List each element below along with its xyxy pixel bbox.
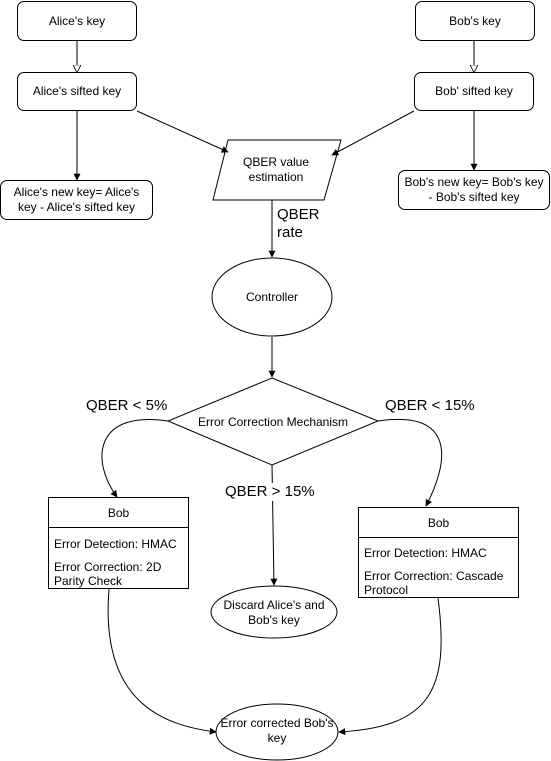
bob-key-node: Bob's key bbox=[415, 1, 535, 41]
bob-sifted-key-node: Bob' sifted key bbox=[414, 72, 534, 111]
controller-label: Controller bbox=[245, 289, 299, 304]
alice-sifted-key-node: Alice's sifted key bbox=[17, 72, 137, 111]
edge-right-bob-to-corrected bbox=[338, 597, 442, 736]
bob-new-key-node: Bob's new key= Bob's key - Bob's sifted … bbox=[398, 170, 550, 210]
ecm-label: Error Correction Mechanism bbox=[197, 414, 349, 429]
bob-card-left-title: Bob bbox=[49, 498, 188, 528]
discard-shape bbox=[210, 585, 338, 639]
bob-card-right-detection: Error Detection: HMAC bbox=[364, 546, 487, 560]
edge-left-bob-to-corrected bbox=[107, 588, 217, 735]
bob-card-left: Bob Error Detection: HMAC Error Correcti… bbox=[48, 497, 189, 589]
edge-ecm-to-right-bob bbox=[377, 419, 443, 507]
qber-estimation-shape bbox=[212, 139, 342, 201]
qber-estimation-label: QBER value estimation bbox=[242, 155, 310, 184]
bob-card-right-title: Bob bbox=[359, 508, 518, 538]
qber-lt15-label: QBER < 15% bbox=[385, 397, 475, 415]
qber-gt15-label: QBER > 15% bbox=[225, 483, 315, 501]
bob-card-left-detection: Error Detection: HMAC bbox=[54, 537, 177, 551]
error-corrected-label: Error corrected Bob's key bbox=[220, 716, 334, 745]
qber-lt5-label: QBER < 5% bbox=[86, 397, 168, 415]
discard-label: Discard Alice's and Bob's key bbox=[223, 598, 325, 627]
edge-alice-sifted-to-qber bbox=[136, 110, 229, 153]
alice-key-node: Alice's key bbox=[17, 1, 137, 41]
controller-shape bbox=[211, 257, 333, 337]
bob-card-left-correction: Error Correction: 2D Parity Check bbox=[54, 560, 162, 588]
bob-card-right: Bob Error Detection: HMAC Error Correcti… bbox=[358, 507, 519, 598]
qber-rate-label: QBER rate bbox=[277, 206, 320, 241]
edge-bob-sifted-to-qber bbox=[331, 110, 415, 156]
bob-card-right-correction: Error Correction: Cascade Protocol bbox=[364, 569, 504, 597]
edge-ecm-to-left-bob bbox=[101, 419, 169, 498]
alice-new-key-node: Alice's new key= Alice's key - Alice's s… bbox=[0, 180, 153, 220]
